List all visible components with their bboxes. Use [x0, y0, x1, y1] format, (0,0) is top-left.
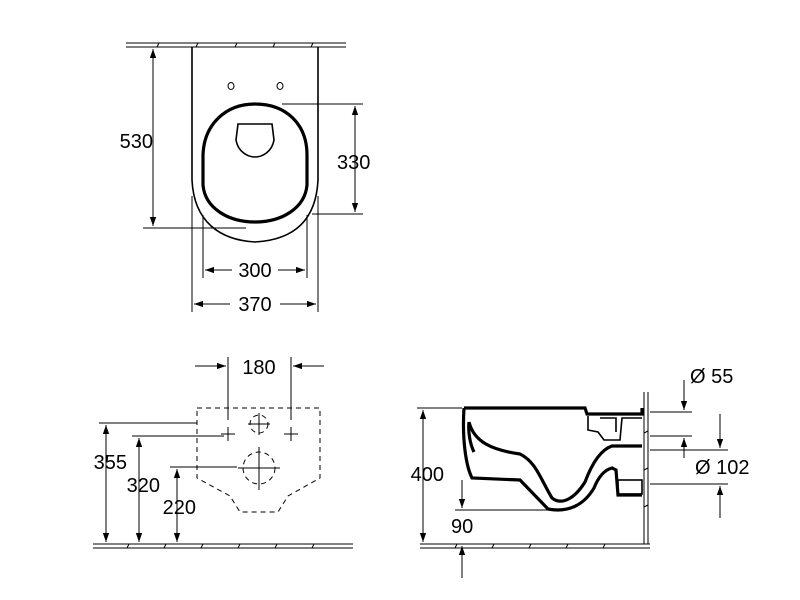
bowl-outline: [201, 102, 309, 224]
dimension-label-330: 330: [337, 152, 370, 174]
top-view: 530 330 300 370: [120, 42, 370, 316]
dimension-400: [417, 407, 462, 542]
outlet-pipe: [617, 479, 643, 495]
inlet-marker: [248, 413, 270, 435]
dimension-label-diameter-102: Ø 102: [695, 457, 749, 479]
toilet-outline-top: [191, 47, 319, 243]
dimension-label-320: 320: [127, 475, 160, 497]
dimension-label-220: 220: [163, 497, 196, 519]
fixing-cross-left: [221, 427, 235, 441]
dimension-330: [282, 103, 363, 215]
toilet-outer-profile: [461, 406, 644, 512]
dimension-180: [195, 357, 324, 420]
dimension-diameter-55: [650, 380, 692, 458]
dimension-90: [455, 480, 548, 578]
side-view: 400 90 Ø 55 Ø 102: [411, 366, 749, 578]
dimension-label-355: 355: [94, 452, 127, 474]
dimension-diameter-102: [650, 414, 728, 518]
fixing-cross-right: [284, 427, 298, 441]
dimension-label-300: 300: [238, 260, 271, 282]
dimension-label-180: 180: [242, 357, 275, 379]
dimension-label-370: 370: [238, 294, 271, 316]
dimension-320: [132, 435, 224, 542]
dimension-370: [191, 196, 319, 312]
dimension-530: [143, 46, 246, 229]
dimension-label-90: 90: [451, 516, 473, 538]
bowl-opening: [235, 123, 275, 158]
wall-hatch-top: [126, 42, 346, 48]
rear-outline-dashed: [196, 407, 321, 513]
flush-inlet-profile: [587, 416, 642, 441]
rear-view: 180 355 320 220: [93, 357, 353, 549]
dimension-label-530: 530: [120, 131, 153, 153]
floor-hatch-side: [420, 543, 650, 549]
fixing-hole-right: [276, 82, 284, 90]
outlet-marker: [238, 447, 280, 490]
toilet-inner-profile: [467, 421, 642, 503]
dimension-label-diameter-55: Ø 55: [690, 366, 733, 388]
wall-side: [643, 392, 649, 544]
dimension-355: [99, 422, 197, 542]
dimension-220: [170, 466, 237, 542]
fixing-hole-left: [227, 82, 235, 90]
dimension-label-400: 400: [411, 464, 444, 486]
floor-hatch-rear: [93, 543, 353, 549]
dimension-300: [202, 215, 308, 278]
